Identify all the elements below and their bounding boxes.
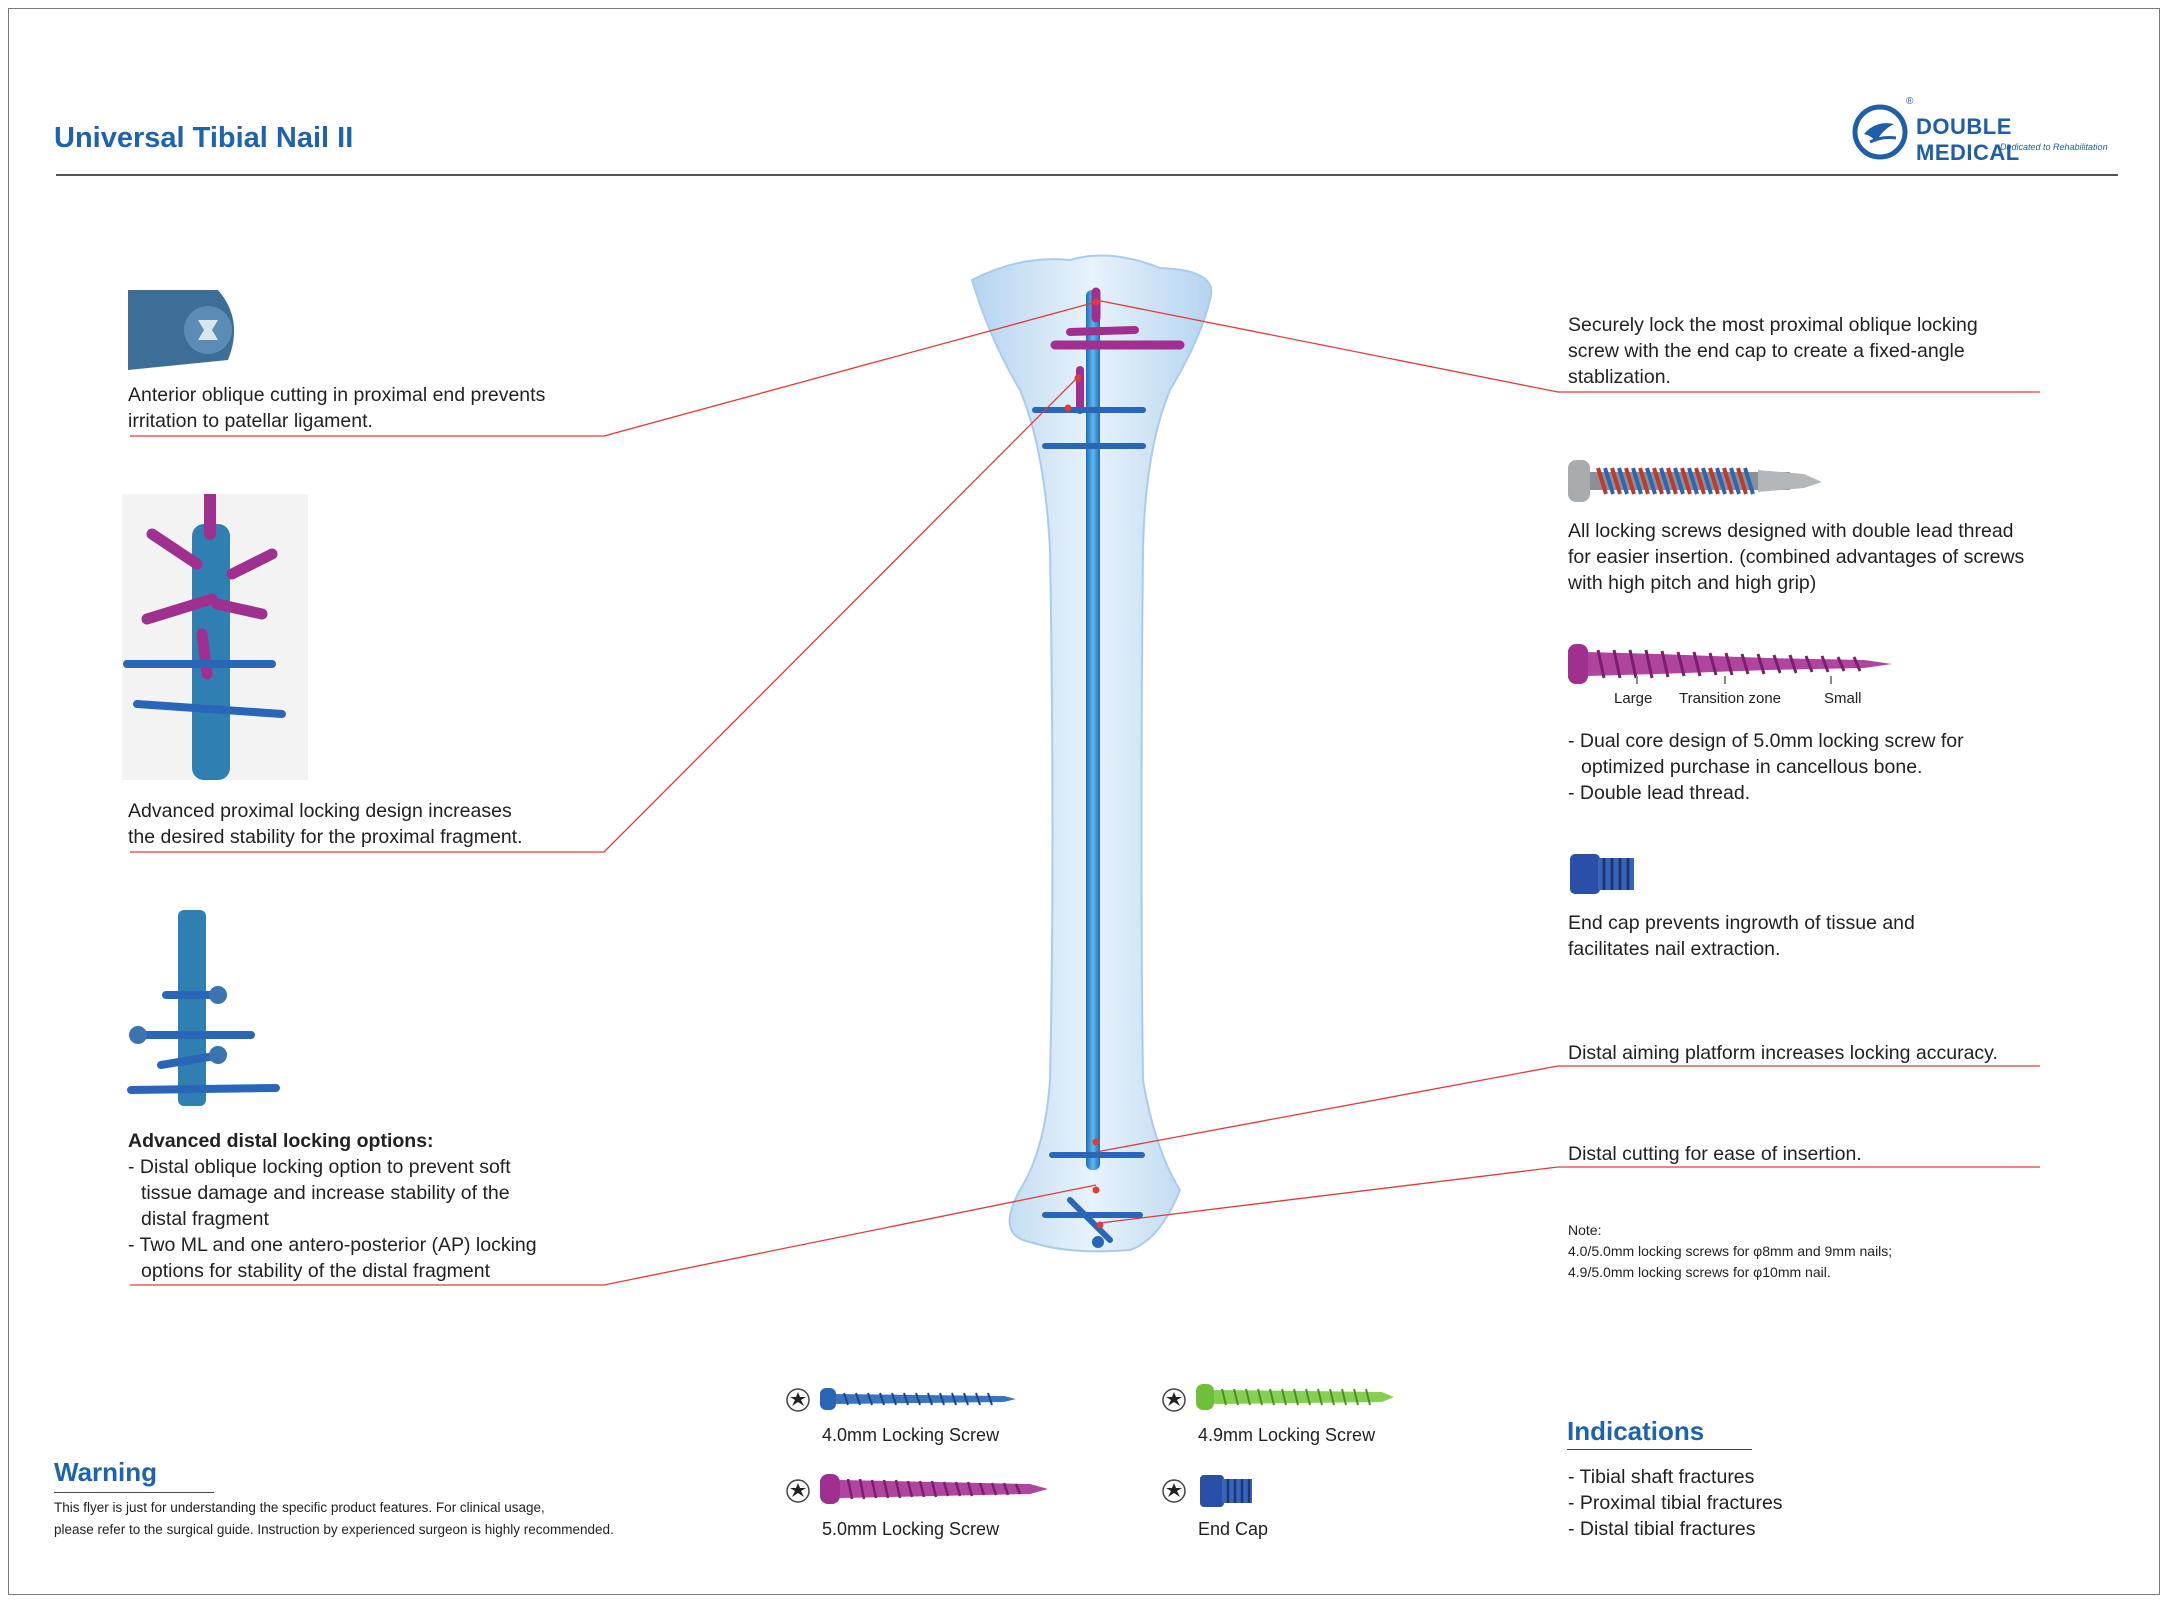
company-logo: DOUBLE MEDICAL ® Dedicated to Rehabilita… xyxy=(1850,96,2120,165)
feature-distal-aiming: Distal aiming platform increases locking… xyxy=(1568,1042,1998,1064)
list-item: - Tibial shaft fractures xyxy=(1568,1466,1755,1488)
logo-emblem-icon xyxy=(1852,104,1908,160)
tibia-nail-illustration xyxy=(970,254,1213,1253)
feature-distal-cutting: Distal cutting for ease of insertion. xyxy=(1568,1143,1862,1165)
list-item: - Distal tibial fractures xyxy=(1568,1518,1756,1540)
product-label-4-9: 4.9mm Locking Screw xyxy=(1198,1425,1376,1445)
torx-drive-icon xyxy=(1162,1388,1186,1412)
feature-dual-core: - Dual core design of 5.0mm locking scre… xyxy=(1568,730,1964,804)
warning-text: This flyer is just for understanding the… xyxy=(54,1500,614,1537)
zone-label-transition: Transition zone xyxy=(1679,690,1781,707)
end-cap-image xyxy=(1200,1475,1252,1507)
warning-heading: Warning xyxy=(54,1457,158,1487)
feature-end-cap: End cap prevents ingrowth of tissue and … xyxy=(1568,912,1915,960)
feature-proximal-cutting: Anterior oblique cutting in proximal end… xyxy=(128,384,546,432)
distal-locking-photo xyxy=(126,910,282,1106)
logo-brand: DOUBLE MEDICAL xyxy=(1916,114,2020,165)
indications-heading: Indications xyxy=(1567,1416,1705,1446)
intramedullary-nail xyxy=(1086,290,1100,1170)
warning-underline xyxy=(54,1492,214,1493)
list-item: - Proximal tibial fractures xyxy=(1568,1492,1783,1514)
feature-proximal-locking: Advanced proximal locking design increas… xyxy=(128,800,523,848)
distal-screws xyxy=(1042,1152,1145,1248)
dual-core-screw-photo xyxy=(1568,644,1892,684)
feature-distal-locking: Advanced distal locking options: - Dista… xyxy=(128,1130,537,1282)
logo-registered-mark: ® xyxy=(1906,96,1914,107)
end-cap-photo xyxy=(1570,854,1634,894)
zone-label-large: Large xyxy=(1614,690,1653,707)
screw-4-9-image xyxy=(1196,1384,1394,1410)
product-label-end-cap: End Cap xyxy=(1198,1519,1269,1539)
screw-4-0-image xyxy=(820,1388,1016,1410)
torx-drive-icon xyxy=(786,1479,810,1503)
torx-drive-icon xyxy=(786,1388,810,1412)
page-title: Universal Tibial Nail II xyxy=(54,122,354,154)
torx-drive-icon xyxy=(1162,1479,1186,1503)
feature-end-cap-lock: Securely lock the most proximal oblique … xyxy=(1568,314,1978,388)
logo-tagline: Dedicated to Rehabilitation xyxy=(2000,142,2108,152)
header-divider xyxy=(56,174,2118,176)
zone-label-small: Small xyxy=(1824,690,1862,707)
indications-underline xyxy=(1567,1449,1752,1450)
proximal-locking-photo xyxy=(122,494,308,780)
proximal-end-photo xyxy=(128,280,244,376)
product-label-4-0: 4.0mm Locking Screw xyxy=(822,1425,1000,1445)
page-frame xyxy=(8,8,2160,1595)
note-block: Note: 4.0/5.0mm locking screws for φ8mm … xyxy=(1568,1222,1893,1280)
feature-double-lead-thread: All locking screws designed with double … xyxy=(1568,520,2025,594)
screw-5-0-image xyxy=(820,1474,1048,1504)
product-label-5-0: 5.0mm Locking Screw xyxy=(822,1519,1000,1539)
indications-list: - Tibial shaft fractures - Proximal tibi… xyxy=(1568,1464,1783,1542)
double-lead-screw-photo xyxy=(1568,460,1822,502)
